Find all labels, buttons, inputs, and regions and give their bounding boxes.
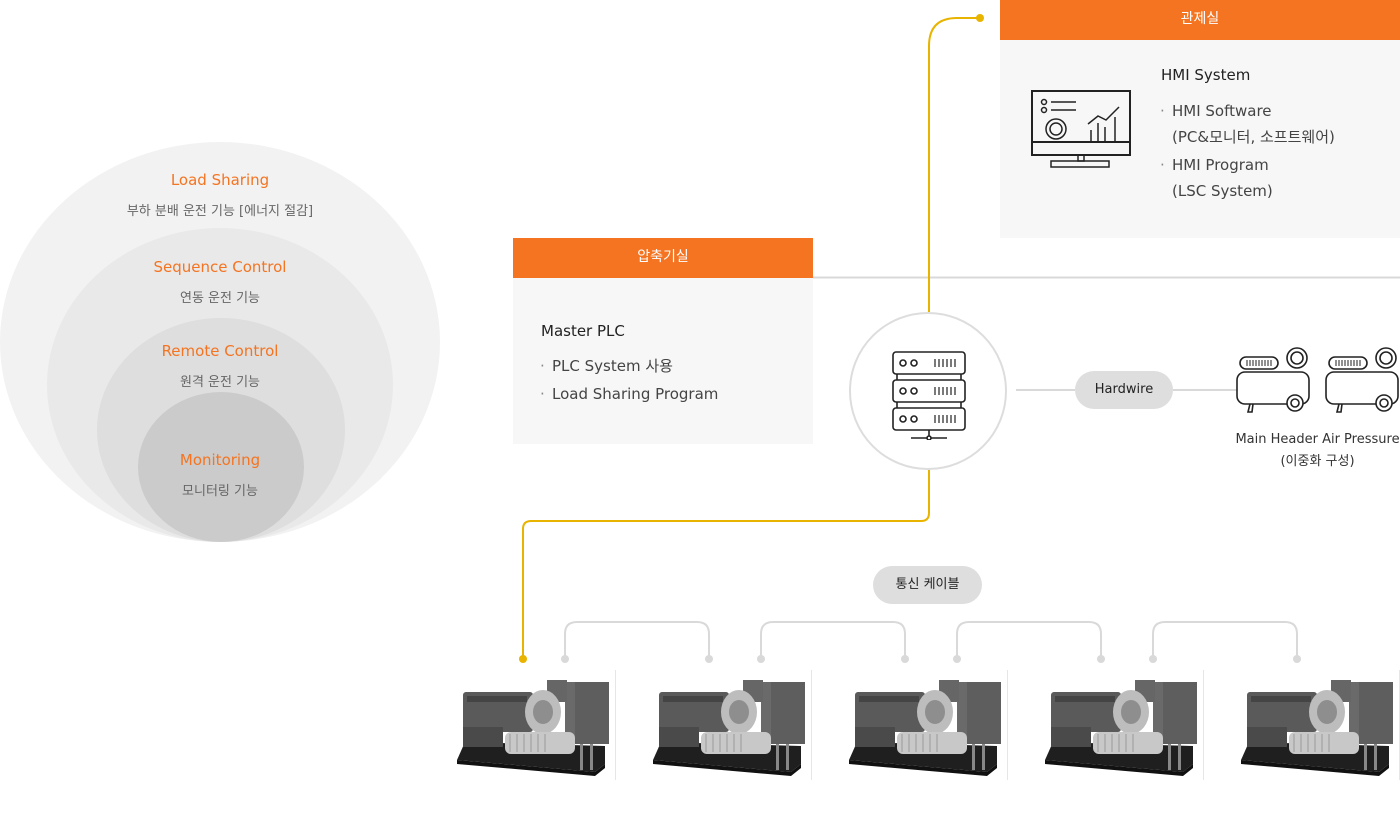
hmi-program-item: HMI Program (LSC System)	[1160, 152, 1273, 204]
centrifugal-compressor-icon	[457, 680, 609, 776]
hmi-software-detail: (PC&모니터, 소프트웨어)	[1172, 128, 1335, 146]
master-plc-title: Master PLC	[541, 322, 625, 340]
monitor-dashboard-icon	[1031, 90, 1131, 168]
compressor-room-panel: Master PLC PLC System 사용 Load Sharing Pr…	[513, 278, 813, 444]
compressor-divider	[811, 670, 812, 780]
control-room-header: 관제실	[1000, 0, 1400, 40]
cable-arc	[564, 621, 710, 659]
remote-control-title: Remote Control	[161, 342, 279, 360]
cable-arc	[760, 621, 906, 659]
load-sharing-subtitle: 부하 분배 운전 기능 [에너지 절감]	[126, 204, 314, 219]
hardwire-badge: Hardwire	[1075, 371, 1173, 409]
centrifugal-compressor-icon	[849, 680, 1001, 776]
cable-dot	[953, 655, 961, 663]
compressor-unit	[847, 672, 1001, 782]
cable-dot	[757, 655, 765, 663]
cable-dot	[561, 655, 569, 663]
cable-dot	[1293, 655, 1301, 663]
cable-dot	[705, 655, 713, 663]
monitoring-subtitle: 모니터링 기능	[182, 484, 258, 499]
remote-control-subtitle: 원격 운전 기능	[179, 375, 261, 390]
server-rack-icon	[892, 351, 966, 440]
hmi-software-item: HMI Software (PC&모니터, 소프트웨어)	[1160, 98, 1335, 150]
centrifugal-compressor-icon	[653, 680, 805, 776]
monitoring-circle	[138, 392, 304, 542]
compressor-divider	[1203, 670, 1204, 780]
air-pressure-label-line1: Main Header Air Pressure	[1235, 432, 1400, 447]
control-room-panel: HMI System HMI Software (PC&모니터, 소프트웨어) …	[1000, 40, 1400, 238]
hmi-system-title: HMI System	[1161, 66, 1251, 84]
cable-dot	[901, 655, 909, 663]
cable-arcs	[561, 621, 1301, 663]
compressor-link-line	[522, 470, 930, 659]
air-pressure-label: Main Header Air Pressure (이중화 구성)	[1230, 432, 1400, 469]
air-compressor-icon	[1236, 347, 1399, 413]
air-pressure-label-line2: (이중화 구성)	[1280, 454, 1355, 469]
compressor-link-dot	[519, 655, 527, 663]
monitoring-title: Monitoring	[179, 451, 261, 469]
cable-arc	[1152, 621, 1298, 659]
cable-arc	[956, 621, 1102, 659]
compressor-divider	[615, 670, 616, 780]
hmi-program-detail: (LSC System)	[1172, 182, 1273, 200]
compressor-unit	[455, 672, 609, 782]
compressor-room-header: 압축기실	[513, 238, 813, 278]
compressor-unit	[651, 672, 805, 782]
centrifugal-compressor-icon	[1241, 680, 1393, 776]
hmi-software-label: HMI Software	[1172, 102, 1272, 120]
sequence-control-title: Sequence Control	[153, 258, 287, 276]
load-sharing-title: Load Sharing	[170, 171, 270, 189]
cable-dot	[1149, 655, 1157, 663]
compressor-unit	[1043, 672, 1197, 782]
centrifugal-compressor-icon	[1045, 680, 1197, 776]
plc-item-0: PLC System 사용	[540, 353, 673, 379]
sequence-control-subtitle: 연동 운전 기능	[179, 291, 261, 306]
communication-cable-badge: 통신 케이블	[873, 566, 982, 604]
server-node	[849, 312, 1007, 470]
compressor-divider	[1007, 670, 1008, 780]
cable-dot	[1097, 655, 1105, 663]
hmi-program-label: HMI Program	[1172, 156, 1269, 174]
compressor-unit	[1239, 672, 1393, 782]
hmi-link-line	[928, 17, 980, 312]
hmi-link-dot	[976, 14, 984, 22]
plc-item-1: Load Sharing Program	[540, 381, 718, 407]
